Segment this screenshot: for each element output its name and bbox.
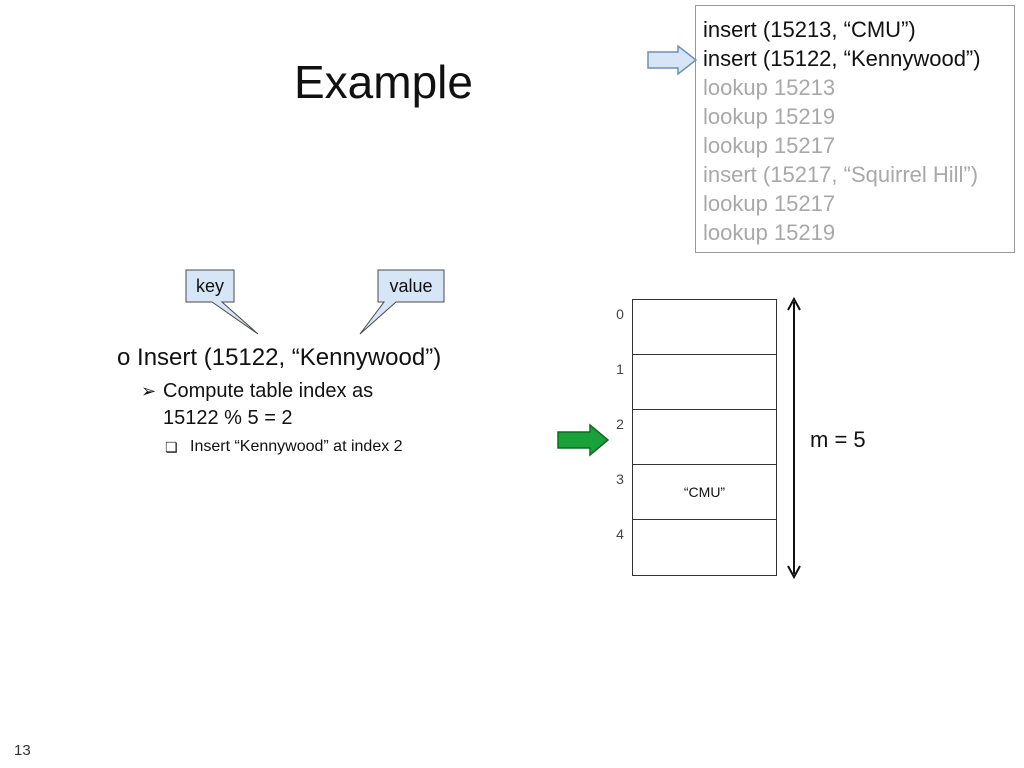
square-bullet-icon: ❏: [165, 439, 178, 455]
slide-title: Example: [294, 56, 473, 108]
operation-item: lookup 15217: [703, 133, 836, 158]
circle-bullet-icon: o: [117, 344, 131, 371]
page-number: 13: [14, 742, 31, 759]
table-slot: [633, 300, 776, 355]
double-arrow-icon: [787, 296, 801, 580]
bullet-level3-text: Insert “Kennywood” at index 2: [190, 438, 403, 455]
table-slot: [633, 410, 776, 465]
operation-item: lookup 15213: [703, 75, 836, 100]
bullet-level1: o Insert (15122, “Kennywood”): [117, 342, 441, 374]
operation-item: insert (15217, “Squirrel Hill”): [703, 162, 979, 187]
operation-item: insert (15122, “Kennywood”): [703, 46, 981, 71]
operation-item: lookup 15219: [703, 220, 836, 245]
operation-item: insert (15213, “CMU”): [703, 17, 916, 42]
slot-index-label: 3: [616, 471, 624, 487]
index-arrow-icon: [557, 423, 610, 457]
arrow-bullet-icon: ➢: [141, 381, 157, 401]
bullet-level2: ➢ Compute table index as 15122 % 5 = 2: [141, 378, 441, 432]
current-operation-arrow-icon: [647, 44, 698, 76]
table-slot: [633, 355, 776, 410]
table-slot: “CMU”: [633, 465, 776, 520]
table-size-label: m = 5: [810, 427, 866, 452]
operation-item: lookup 15217: [703, 191, 836, 216]
bullet-level3: ❏ Insert “Kennywood” at index 2: [165, 436, 441, 458]
bullet-level2-text-line2: 15122 % 5 = 2: [163, 407, 293, 429]
bullet-list: o Insert (15122, “Kennywood”) ➢ Compute …: [117, 342, 441, 458]
slot-index-label: 0: [616, 306, 624, 322]
slot-index-label: 4: [616, 526, 624, 542]
operation-item: lookup 15219: [703, 104, 836, 129]
value-callout-label: value: [389, 276, 433, 296]
hash-table: “CMU”: [632, 299, 777, 576]
table-slot: [633, 520, 776, 575]
operations-list: insert (15213, “CMU”) insert (15122, “Ke…: [695, 5, 1015, 253]
bullet-level2-text-line1: Compute table index as: [163, 380, 374, 402]
bullet-level1-text: Insert (15122, “Kennywood”): [137, 344, 442, 371]
key-callout-label: key: [195, 276, 224, 296]
slot-index-label: 1: [616, 361, 624, 377]
slot-index-label: 2: [616, 416, 624, 432]
